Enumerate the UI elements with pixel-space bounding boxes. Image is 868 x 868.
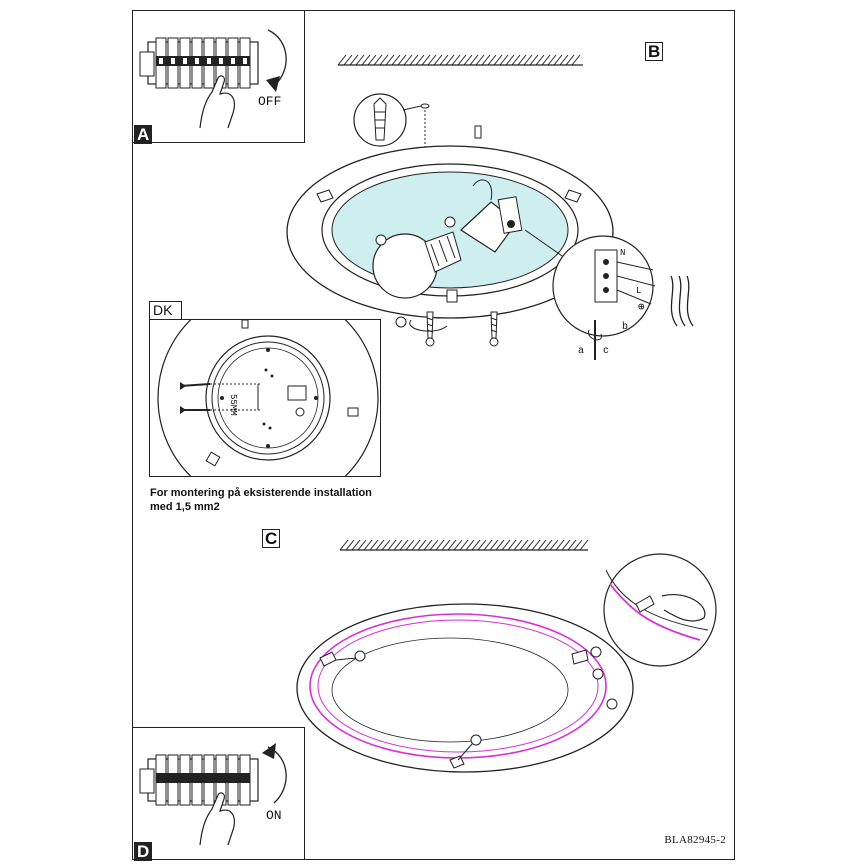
step-b-label: B — [645, 42, 664, 61]
mounting-note: For montering på eksisterende installati… — [150, 486, 410, 514]
breaker-off-illustration — [139, 29, 287, 129]
dk-mounting-plate — [157, 320, 379, 476]
wire-n-label: N — [620, 248, 626, 258]
ceiling-base-illustration — [286, 93, 694, 360]
instruction-sheet — [132, 10, 735, 860]
step-d-label: D — [134, 842, 153, 861]
off-label: OFF — [258, 94, 282, 109]
dk-dimension-label: 55MM — [228, 394, 238, 416]
wire-c-label: c — [603, 346, 610, 357]
wire-b-label: b — [622, 322, 629, 333]
ground-symbol: ⊕ — [638, 302, 645, 314]
ceiling-hatch-c — [339, 539, 589, 551]
breaker-on-illustration — [139, 743, 287, 846]
mounting-note-line-2: med 1,5 mm2 — [150, 501, 220, 513]
step-c-label: C — [262, 529, 281, 548]
wire-l-label: L — [636, 286, 642, 296]
dk-label: DK — [153, 302, 173, 318]
ceiling-hatch-b — [337, 54, 583, 66]
document-code: BLA82945-2 — [664, 834, 726, 846]
on-label: ON — [266, 808, 282, 823]
step-a-label: A — [134, 125, 153, 144]
wire-a-label: a — [578, 346, 585, 357]
mounting-note-line-1: For montering på eksisterende installati… — [150, 487, 372, 499]
glass-shade-illustration — [296, 553, 717, 773]
